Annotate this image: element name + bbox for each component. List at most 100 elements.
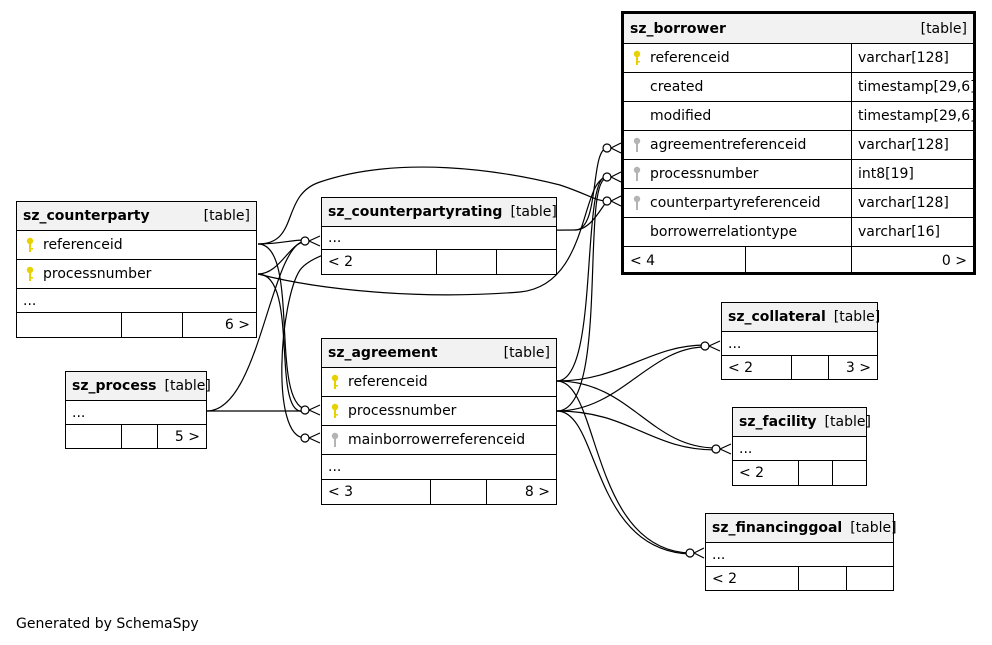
- table-footer: 5 >: [66, 425, 206, 448]
- table-name[interactable]: sz_borrower: [630, 20, 726, 37]
- edge-agreement-facility-2: [556, 410, 717, 451]
- column-type: varchar[128]: [858, 137, 949, 153]
- table-footer: < 4 0 >: [624, 247, 973, 274]
- table-sz-counterpartyrating[interactable]: sz_counterpartyrating [table] ... < 2: [321, 197, 557, 275]
- column-type: timestamp[29,6]: [858, 108, 973, 124]
- more-columns: ...: [706, 543, 893, 567]
- table-footer: < 2 3 >: [722, 356, 877, 379]
- ellipsis: ...: [23, 292, 37, 309]
- column-row[interactable]: modified timestamp[29,6]: [624, 102, 973, 131]
- column-row[interactable]: processnumber int8[19]: [624, 160, 973, 189]
- parents-count[interactable]: < 2: [328, 254, 354, 270]
- table-header: sz_financinggoal [table]: [706, 514, 897, 543]
- table-sz-borrower[interactable]: sz_borrower [table] referenceid varchar[…: [621, 11, 976, 275]
- column-type: int8[19]: [858, 166, 914, 182]
- table-type: [table]: [203, 208, 250, 224]
- edge-agreement-collateral-2: [556, 346, 706, 412]
- children-count[interactable]: 5 >: [174, 428, 200, 445]
- edge-counterparty-agreement-2: [257, 273, 306, 412]
- parents-count[interactable]: < 2: [712, 570, 738, 587]
- marker-agreement-2: [300, 433, 310, 443]
- table-type: [table]: [850, 520, 897, 536]
- column-name: processnumber: [650, 166, 759, 182]
- column-type: varchar[16]: [858, 224, 940, 240]
- column-row[interactable]: counterpartyreferenceid varchar[128]: [624, 189, 973, 218]
- column-type: varchar[128]: [858, 195, 949, 211]
- table-sz-facility[interactable]: sz_facility [table] ... < 2: [732, 407, 871, 486]
- table-name[interactable]: sz_agreement: [328, 345, 438, 361]
- column-name: referenceid: [43, 237, 123, 253]
- table-name[interactable]: sz_counterparty: [23, 208, 150, 224]
- column-name: referenceid: [348, 374, 428, 390]
- marker-borrower-2: [602, 172, 612, 182]
- children-count[interactable]: 8 >: [524, 484, 550, 500]
- ellipsis: ...: [72, 404, 86, 421]
- ellipsis: ...: [328, 230, 342, 246]
- table-footer: < 2: [706, 567, 893, 590]
- children-count[interactable]: 0 >: [941, 252, 967, 269]
- table-sz-process[interactable]: sz_process [table] ... 5 >: [65, 371, 211, 449]
- marker-collateral: [700, 341, 710, 351]
- column-name: borrowerrelationtype: [650, 224, 798, 240]
- table-sz-counterparty[interactable]: sz_counterparty [table] referenceid proc…: [16, 201, 257, 338]
- marker-financinggoal: [685, 548, 695, 558]
- primary-key-icon: [17, 237, 43, 253]
- table-header: sz_borrower [table]: [624, 14, 973, 44]
- edge-agreement-collateral-1: [556, 344, 706, 382]
- ellipsis: ...: [728, 335, 742, 352]
- more-columns: ...: [322, 227, 556, 250]
- children-count[interactable]: 6 >: [224, 317, 250, 333]
- column-name: counterpartyreferenceid: [650, 195, 821, 211]
- column-row[interactable]: processnumber: [322, 397, 556, 426]
- generated-by-label: Generated by SchemaSpy: [16, 616, 199, 632]
- column-row[interactable]: created timestamp[29,6]: [624, 73, 973, 102]
- parents-count[interactable]: < 2: [739, 465, 765, 481]
- table-name[interactable]: sz_facility: [739, 414, 817, 430]
- column-row[interactable]: borrowerrelationtype varchar[16]: [624, 218, 973, 247]
- column-row[interactable]: mainborrowerreferenceid: [322, 426, 556, 455]
- primary-key-icon: [322, 403, 348, 419]
- more-columns: ...: [733, 437, 866, 461]
- column-row[interactable]: referenceid: [322, 368, 556, 397]
- edge-counterparty-agreement-1: [257, 243, 306, 410]
- column-name: referenceid: [650, 50, 730, 66]
- table-type: [table]: [920, 20, 967, 37]
- edge-agreement-financinggoal-2: [556, 410, 691, 555]
- ellipsis: ...: [328, 459, 342, 475]
- foreign-key-icon: [624, 137, 650, 153]
- table-header: sz_counterparty [table]: [17, 202, 256, 231]
- column-name: mainborrowerreferenceid: [348, 432, 526, 448]
- table-sz-collateral[interactable]: sz_collateral [table] ... < 2 3 >: [721, 302, 880, 380]
- edge-agreement-borrower-1: [556, 175, 608, 382]
- column-row[interactable]: agreementreferenceid varchar[128]: [624, 131, 973, 160]
- marker-borrower-3: [602, 196, 612, 206]
- column-type: timestamp[29,6]: [858, 79, 973, 95]
- column-name: created: [650, 79, 704, 95]
- table-sz-financinggoal[interactable]: sz_financinggoal [table] ... < 2: [705, 513, 897, 591]
- table-sz-agreement[interactable]: sz_agreement [table] referenceid process…: [321, 338, 557, 505]
- column-row[interactable]: referenceid varchar[128]: [624, 44, 973, 73]
- children-count[interactable]: 3 >: [845, 359, 871, 376]
- table-footer: < 2: [733, 461, 866, 485]
- table-header: sz_agreement [table]: [322, 339, 556, 368]
- marker-facility: [711, 444, 721, 454]
- parents-count[interactable]: < 4: [630, 252, 656, 269]
- column-row[interactable]: processnumber: [17, 260, 256, 289]
- table-header: sz_facility [table]: [733, 408, 871, 437]
- table-name[interactable]: sz_collateral: [728, 309, 826, 325]
- marker-rating: [300, 236, 310, 246]
- column-row[interactable]: referenceid: [17, 231, 256, 260]
- table-type: [table]: [510, 204, 557, 220]
- edge-counterparty-rating-2: [257, 241, 306, 275]
- marker-agreement-1: [300, 405, 310, 415]
- table-type: [table]: [824, 414, 871, 430]
- column-name: processnumber: [43, 266, 152, 282]
- parents-count[interactable]: < 3: [328, 484, 354, 500]
- foreign-key-icon: [624, 195, 650, 211]
- ellipsis: ...: [712, 546, 726, 563]
- parents-count[interactable]: < 2: [728, 359, 754, 376]
- table-name[interactable]: sz_process: [72, 378, 157, 394]
- table-name[interactable]: sz_financinggoal: [712, 520, 843, 536]
- table-name[interactable]: sz_counterpartyrating: [328, 204, 503, 220]
- more-columns: ...: [322, 455, 556, 480]
